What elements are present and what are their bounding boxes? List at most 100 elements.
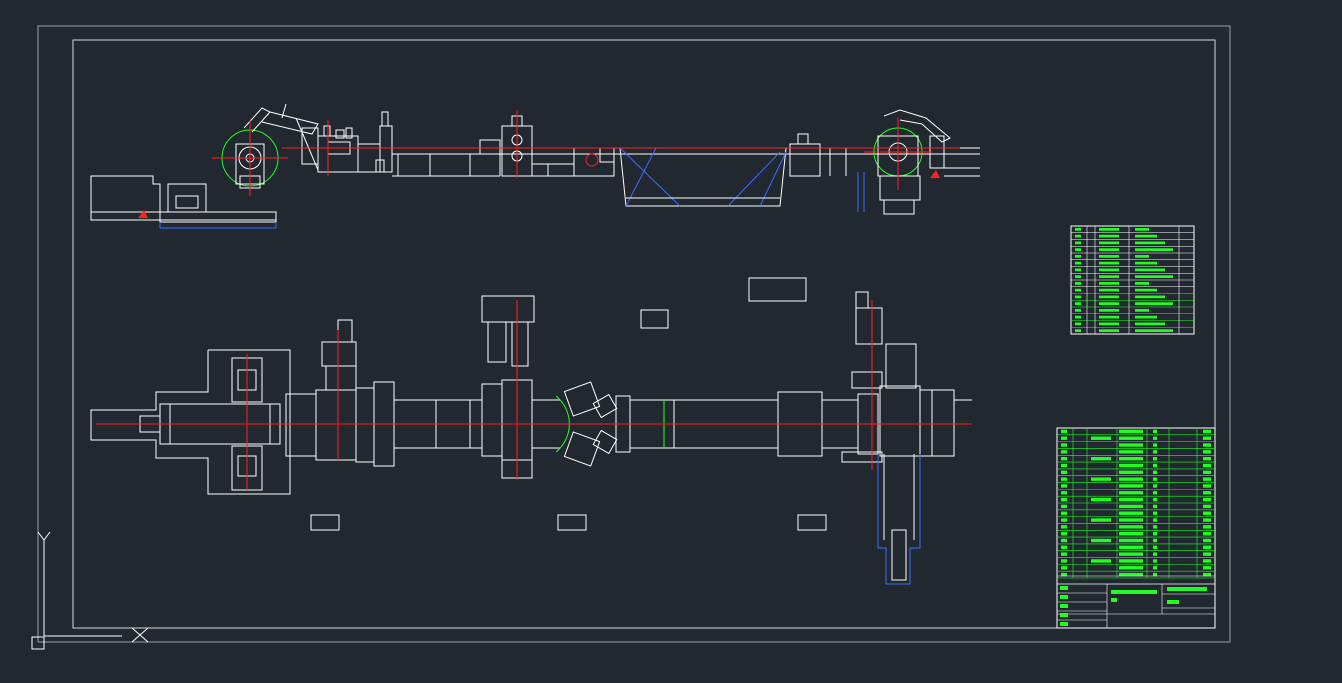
table-cell-mark xyxy=(1099,302,1119,305)
table-cell-mark xyxy=(1119,566,1143,570)
table-cell-mark xyxy=(1119,559,1143,563)
title-mark xyxy=(1167,587,1207,591)
table-cell-mark xyxy=(1203,484,1211,488)
table-cell-mark xyxy=(1099,322,1119,326)
table-cell-mark xyxy=(1153,463,1157,468)
table-cell-mark xyxy=(1091,477,1111,481)
parts-list-bottom-table xyxy=(1056,427,1216,629)
table-cell-mark xyxy=(1099,295,1119,299)
table-cell-mark xyxy=(1091,559,1111,563)
table-cell-mark xyxy=(1099,234,1119,238)
table-cell-mark xyxy=(1153,491,1157,495)
table-cell-mark xyxy=(1203,491,1211,495)
title-mark xyxy=(1111,590,1157,594)
table-cell-mark xyxy=(1119,497,1143,502)
title-mark xyxy=(1060,604,1068,608)
ucs-axis-icon xyxy=(31,531,149,650)
elevation-centerlines xyxy=(212,110,960,196)
table-cell-mark xyxy=(1075,275,1081,278)
table-cell-mark xyxy=(1135,322,1165,326)
table-cell-mark xyxy=(1075,255,1081,258)
table-cell-mark xyxy=(1075,329,1081,332)
table-cell-mark xyxy=(1119,572,1143,577)
table-cell-mark xyxy=(1061,497,1067,502)
table-cell-mark xyxy=(1099,315,1119,319)
table-cell-mark xyxy=(1153,518,1157,522)
inner-drawing-frame xyxy=(72,39,1216,629)
table-cell-mark xyxy=(1135,255,1149,258)
table-cell-mark xyxy=(1061,456,1067,461)
table-cell-mark xyxy=(1091,456,1111,461)
title-mark xyxy=(1060,622,1068,626)
table-cell-mark xyxy=(1135,268,1165,272)
table-cell-mark xyxy=(1135,241,1165,245)
table-cell-mark xyxy=(1119,470,1143,475)
table-cell-mark xyxy=(1061,538,1067,543)
table-cell-mark xyxy=(1135,275,1173,278)
table-cell-mark xyxy=(1203,525,1211,529)
plan-view xyxy=(90,291,972,585)
table-cell-mark xyxy=(1203,531,1211,536)
table-cell-mark xyxy=(1203,456,1211,461)
table-cell-mark xyxy=(1153,497,1157,502)
title-mark xyxy=(1060,595,1068,599)
table-cell-mark xyxy=(1075,288,1081,292)
table-cell-mark xyxy=(1099,241,1119,245)
table-cell-mark xyxy=(1135,234,1157,238)
table-cell-mark xyxy=(1091,436,1111,440)
table-cell-mark xyxy=(1203,552,1211,556)
table-cell-mark xyxy=(1099,309,1119,312)
title-mark xyxy=(1111,598,1117,602)
table-cell-mark xyxy=(1075,309,1081,312)
table-cell-mark xyxy=(1135,288,1157,292)
table-cell-mark xyxy=(1203,511,1211,515)
table-cell-mark xyxy=(1119,450,1143,454)
table-cell-mark xyxy=(1075,282,1081,285)
table-cell-mark xyxy=(1099,329,1119,332)
table-cell-mark xyxy=(1099,228,1119,231)
table-cell-mark xyxy=(1061,436,1067,440)
table-cell-mark xyxy=(1099,268,1119,272)
table-cell-mark xyxy=(1099,282,1119,285)
table-cell-mark xyxy=(1099,275,1119,278)
table-cell-mark xyxy=(1153,504,1157,509)
table-cell-mark xyxy=(1153,436,1157,440)
table-cell-mark xyxy=(1119,484,1143,488)
table-cell-mark xyxy=(1119,531,1143,536)
table-cell-mark xyxy=(1153,566,1157,570)
table-cell-mark xyxy=(1091,538,1111,543)
table-cell-mark xyxy=(1075,315,1081,319)
table-cell-mark xyxy=(1119,491,1143,495)
table-cell-mark xyxy=(1153,538,1157,543)
table-cell-mark xyxy=(1119,545,1143,550)
title-mark xyxy=(1167,600,1179,604)
title-mark xyxy=(1060,586,1068,590)
table-cell-mark xyxy=(1203,518,1211,522)
table-cell-mark xyxy=(1119,518,1143,522)
table-cell-mark xyxy=(1153,559,1157,563)
table-cell-mark xyxy=(1119,525,1143,529)
table-cell-mark xyxy=(1075,228,1081,231)
table-cell-mark xyxy=(1119,443,1143,447)
table-cell-mark xyxy=(1203,559,1211,563)
table-cell-mark xyxy=(1061,518,1067,522)
table-cell-mark xyxy=(1091,497,1111,502)
table-cell-mark xyxy=(1203,450,1211,454)
table-cell-mark xyxy=(1203,463,1211,468)
table-cell-mark xyxy=(1061,511,1067,515)
origin-square-icon xyxy=(31,636,45,650)
table-cell-mark xyxy=(1135,261,1157,265)
table-cell-mark xyxy=(1135,282,1149,285)
table-cell-mark xyxy=(1061,504,1067,509)
table-cell-mark xyxy=(1119,463,1143,468)
table-cell-mark xyxy=(1075,234,1081,238)
table-cell-mark xyxy=(1061,491,1067,495)
table-cell-mark xyxy=(1119,511,1143,515)
table-cell-mark xyxy=(1119,477,1143,481)
table-cell-mark xyxy=(1203,470,1211,475)
table-cell-mark xyxy=(1061,429,1067,434)
table-cell-mark xyxy=(1135,248,1173,251)
plan-centerlines xyxy=(96,300,972,490)
table-cell-mark xyxy=(1091,518,1111,522)
